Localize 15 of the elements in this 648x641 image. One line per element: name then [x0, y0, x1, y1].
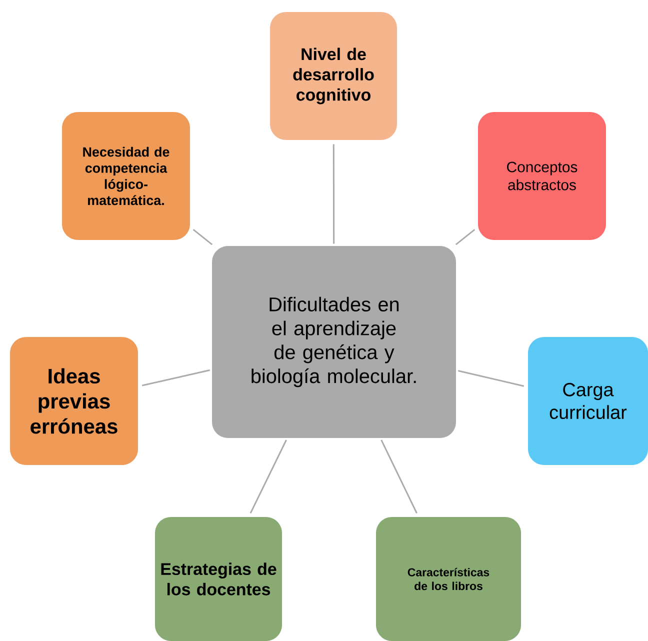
connector-line — [455, 228, 476, 246]
factor-box: Estrategias de los docentes — [155, 516, 282, 641]
factor-box: Nivel de desarrollo cognitivo — [270, 12, 397, 140]
connector-line — [192, 228, 213, 246]
topic-box: Dificultades en el aprendizaje de genética y biología molecular. — [212, 246, 456, 438]
connector-line — [380, 440, 418, 514]
factor-box: Ideas previas erróneas — [10, 336, 138, 465]
connector-line — [250, 440, 287, 514]
factor-box: Conceptos abstractos — [478, 112, 606, 240]
connector-line — [142, 369, 210, 386]
connector-line — [332, 144, 335, 244]
factor-box: Características de los libros — [376, 516, 521, 641]
factor-box: Carga curricular — [528, 336, 648, 465]
factor-box: Necesidad de competencia lógico-matemática. — [62, 112, 190, 240]
connector-line — [458, 370, 524, 387]
